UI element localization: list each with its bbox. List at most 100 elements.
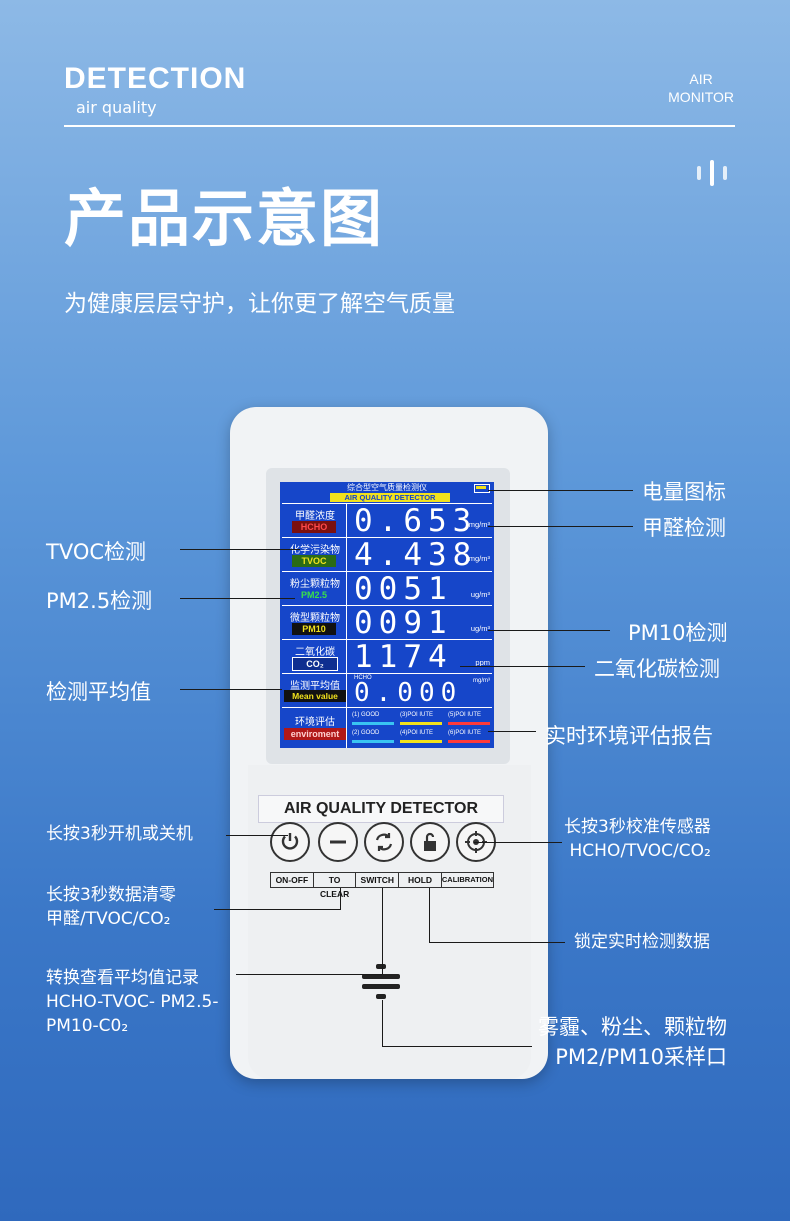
reading-unit: ug/m³ [470, 590, 490, 599]
callout-line [429, 942, 565, 943]
eval-label-en: enviroment [284, 728, 346, 740]
callout-hcho: 甲醛检测 [642, 516, 726, 540]
callout-line [236, 974, 383, 975]
callout-line [340, 888, 341, 910]
reading-unit: mg/m³ [468, 520, 490, 529]
mean-unit: mg/m³ [473, 678, 490, 684]
reading-label-en: CO₂ [292, 657, 338, 671]
mean-label-cn: 监测平均值 [290, 681, 340, 692]
reading-row-co2: 二氧化碳 CO₂ 1174 ppm [282, 639, 492, 674]
reading-value: 0091 [354, 605, 453, 641]
callout-line [180, 549, 300, 550]
callout-clear-line2: 甲醛/TVOC/CO₂ [46, 909, 171, 929]
monitor-label: MONITOR [668, 89, 734, 105]
callout-co2: 二氧化碳检测 [594, 657, 720, 681]
refresh-icon [375, 833, 393, 851]
eval-item: (1) GOOD [352, 712, 380, 718]
screen-title: 综合型空气质量检测仪 [347, 483, 427, 492]
reading-row-eval: 环境评估 enviroment (1) GOOD (3)POI IUTE (5)… [282, 707, 492, 748]
reading-label-en: PM2.5 [300, 590, 327, 600]
page-title: 产品示意图 [64, 182, 385, 255]
eval-item: (4)POI IUTE [400, 730, 434, 736]
mean-label-en: Mean value [284, 690, 346, 702]
callout-line [180, 689, 282, 690]
reading-label-en: PM10 [292, 623, 336, 635]
callout-line [460, 666, 585, 667]
callout-pm10: PM10检测 [628, 621, 728, 645]
reading-row-pm25: 粉尘颗粒物 PM2.5 0051 ug/m³ [282, 571, 492, 606]
air-label: AIR [689, 71, 713, 87]
callout-sampling-line1: 雾霾、粉尘、颗粒物 [538, 1015, 727, 1039]
reading-label-cn: 微型颗粒物 [290, 613, 340, 624]
reading-value: 0.653 [354, 503, 478, 539]
eval-item: (6)POI IUTE [448, 730, 482, 736]
callout-line [382, 888, 383, 974]
eval-item: (5)POI IUTE [448, 712, 482, 718]
power-button[interactable] [270, 822, 310, 862]
air-monitor-label: AIR MONITOR [668, 70, 734, 106]
callout-report: 实时环境评估报告 [545, 724, 713, 748]
header-divider [64, 125, 735, 127]
label-hold: HOLD [399, 873, 442, 887]
callout-line [488, 731, 536, 732]
keypad: ON-OFF TO CLEAR SWITCH HOLD CALIBRATION [266, 818, 498, 899]
callout-calibration: 长按3秒校准传感器 HCHO/TVOC/CO₂ [564, 815, 711, 863]
eval-bar [352, 722, 394, 725]
eval-bar [400, 722, 442, 725]
callout-battery: 电量图标 [642, 480, 726, 504]
callout-line [488, 490, 633, 491]
eval-bar [448, 722, 490, 725]
reading-value: 4.438 [354, 537, 478, 573]
button-labels: ON-OFF TO CLEAR SWITCH HOLD CALIBRATION [270, 872, 494, 899]
callout-line [474, 842, 562, 843]
callout-mean: 检测平均值 [46, 680, 151, 704]
screen-subtitle: AIR QUALITY DETECTOR [330, 493, 450, 502]
clear-button[interactable] [318, 822, 358, 862]
callout-switch-line3: PM10-C0₂ [46, 1016, 129, 1036]
unlock-icon [424, 832, 436, 851]
reading-value: 1174 [354, 639, 453, 675]
battery-icon [474, 484, 490, 493]
minus-icon [330, 840, 346, 844]
mean-tag: HCHO [354, 675, 372, 681]
reading-label-en: HCHO [292, 521, 336, 533]
sampling-port [356, 962, 408, 1002]
brand-title: DETECTION [64, 62, 247, 95]
eval-item: (2) GOOD [352, 730, 380, 736]
reading-row-tvoc: 化学污染物 TVOC 4.438 mg/m³ [282, 537, 492, 572]
eval-bar [400, 740, 442, 743]
callout-hold: 锁定实时检测数据 [574, 932, 710, 952]
eval-item: (3)POI IUTE [400, 712, 434, 718]
callout-calibration-line2: HCHO/TVOC/CO₂ [569, 841, 711, 861]
label-on-off: ON-OFF [271, 873, 314, 887]
reading-row-mean: 监测平均值 Mean value HCHO 0.000 mg/m³ [282, 673, 492, 708]
lcd-screen: 综合型空气质量检测仪 AIR QUALITY DETECTOR 甲醛浓度 HCH… [280, 482, 494, 748]
eval-label-cn: 环境评估 [295, 717, 335, 728]
eval-bar [352, 740, 394, 743]
switch-button[interactable] [364, 822, 404, 862]
callout-clear-line1: 长按3秒数据清零 [46, 885, 176, 905]
callout-line [214, 909, 341, 910]
reading-label-en: TVOC [292, 555, 336, 567]
reading-unit: ppm [475, 658, 490, 667]
callout-clear: 长按3秒数据清零 甲醛/TVOC/CO₂ [46, 883, 176, 931]
hold-button[interactable] [410, 822, 450, 862]
power-icon [281, 833, 299, 850]
keypad-title: AIR QUALITY DETECTOR [258, 795, 504, 823]
reading-label-cn: 二氧化碳 [295, 647, 335, 658]
brand-subtitle: air quality [76, 98, 157, 117]
screen-divider [346, 503, 347, 748]
callout-line [429, 888, 430, 942]
callout-line [488, 630, 610, 631]
callout-switch-line2: HCHO-TVOC- PM2.5- [46, 992, 219, 1012]
callout-switch-line1: 转换查看平均值记录 [46, 968, 199, 988]
label-to-clear: TO CLEAR [314, 873, 357, 899]
callout-switch: 转换查看平均值记录 HCHO-TVOC- PM2.5- PM10-C0₂ [46, 966, 218, 1038]
reading-unit: ug/m³ [470, 624, 490, 633]
label-switch: SWITCH [356, 873, 400, 887]
reading-row-pm10: 微型颗粒物 PM10 0091 ug/m³ [282, 605, 492, 640]
callout-power: 长按3秒开机或关机 [46, 824, 193, 844]
target-icon [465, 831, 487, 853]
mean-value: 0.000 [354, 678, 463, 708]
label-calibration: CALIBRATION [441, 875, 493, 884]
